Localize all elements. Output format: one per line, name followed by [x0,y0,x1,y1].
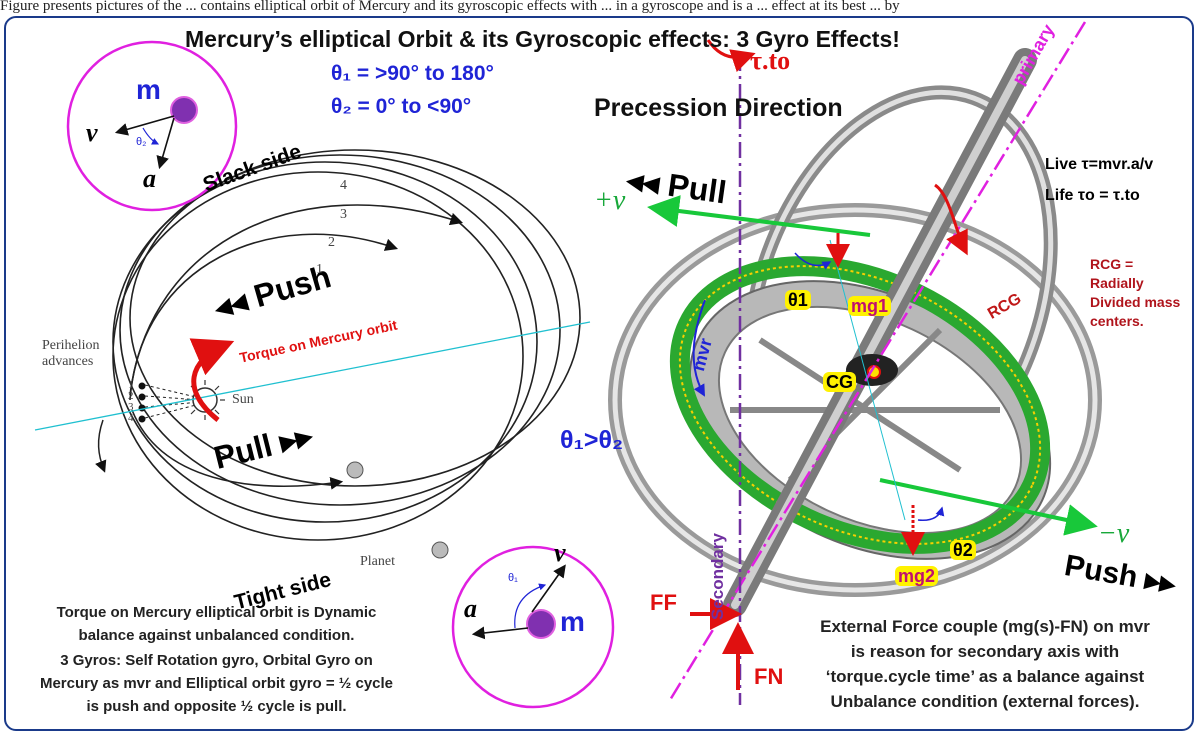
orbit-number-3: 3 [340,207,347,222]
theta-label-bottom: θ₁ [508,572,518,584]
gyroscope-illustration [608,21,1102,705]
mg2-label: mg2 [895,566,939,587]
diagram-title: Mercury’s elliptical Orbit & its Gyrosco… [185,26,900,52]
accel-label-bottom: a [464,594,477,623]
planet-label: Planet [360,554,395,569]
orbit-number-2: 2 [328,235,335,250]
perihelion-label: Perihelion advances [42,338,100,369]
left-caption-line-4: Mercury as mvr and Elliptical orbit gyro… [39,675,394,692]
right-caption-line-4: Unbalance condition (external forces). [830,692,1140,711]
top-velocity-circle [66,40,238,212]
theta2-label: θ2 [950,540,976,561]
plus-v-label: +v [594,185,626,216]
minus-v-label: −v [1098,518,1130,549]
velocity-label-bottom: v [554,538,566,567]
velocity-label-top: v [86,118,98,147]
tau-to-label: τ.to [750,46,791,75]
right-caption-line-1: External Force couple (mg(s)-FN) on mvr [820,617,1150,636]
perihelion-number-1: 1 [128,379,134,391]
theta2-range: θ₂ = 0° to <90° [331,95,472,118]
cg-label: CG [823,372,856,393]
fn-label: FN [754,664,784,689]
diagram-frame [4,16,1194,731]
theta-comparison: θ₁>θ₂ [560,426,624,454]
sun-icon [192,387,218,413]
orbit-number-4: 4 [340,178,347,193]
perihelion-number-3: 3 [128,401,134,413]
left-caption-line-3: 3 Gyros: Self Rotation gyro, Orbital Gyr… [60,652,373,669]
mg1-label: mg1 [848,296,892,317]
cut-off-caption: Figure presents pictures of the ... cont… [0,0,900,14]
theta-label-top: θ₂ [136,136,147,148]
mass-label-top: m [136,74,161,105]
right-caption-line-2: is reason for secondary axis with [850,642,1120,661]
accel-label-top: a [143,164,156,193]
ff-label: FF [650,590,677,615]
theta1-range: θ₁ = >90° to 180° [331,62,494,85]
secondary-axis-label: Secondary [708,533,727,620]
sun-label: Sun [232,392,254,407]
perihelion-number-4: 4 [128,412,134,424]
right-caption-line-3: ‘torque.cycle time’ as a balance against [825,667,1145,686]
theta1-label: θ1 [785,290,811,311]
rcg-note: RCG = Radially Divided mass centers. [1090,256,1181,329]
left-caption-line-5: is push and opposite ½ cycle is pull. [86,698,347,715]
planet-icon [346,461,364,479]
orbit-diagram [34,149,591,559]
mass-label-bottom: m [560,606,585,637]
perihelion-number-2: 2 [128,390,134,402]
bottom-velocity-circle [451,545,615,709]
orbit-number-1: 1 [316,262,323,277]
precession-direction: Precession Direction [594,94,843,122]
live-torque-label: Live τ=mvr.a/v [1045,156,1154,173]
left-caption-line-2: balance against unbalanced condition. [78,627,355,644]
left-caption-line-1: Torque on Mercury elliptical orbit is Dy… [56,604,377,621]
life-torque-label: Life τo = τ.to [1045,187,1140,204]
